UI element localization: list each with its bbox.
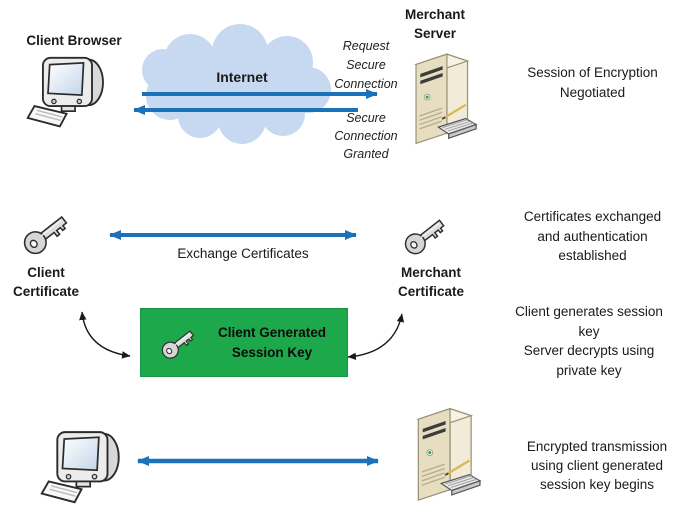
secure-connection-granted-note: Secure Connection Granted — [326, 109, 406, 163]
note-line: Secure — [346, 58, 386, 72]
summary-line: session key begins — [539, 477, 655, 492]
summary-line: Negotiated — [559, 85, 626, 100]
session-key-summary: Client generates session key Server decr… — [494, 302, 680, 380]
merchant-server-bottom-icon — [406, 396, 487, 504]
client-browser-computer-icon — [26, 50, 114, 130]
client-certificate-label-line: Client — [27, 265, 65, 280]
summary-line: Server decrypts using — [523, 343, 655, 358]
client-certificate-label-line: Certificate — [12, 284, 80, 299]
note-line: Secure — [346, 111, 386, 125]
summary-line: Session of Encryption — [527, 65, 658, 80]
request-secure-connection-note: Request Secure Connection — [326, 37, 406, 94]
session-key-box-label: Client Generated Session Key — [205, 323, 347, 363]
note-line: Request — [342, 39, 390, 53]
client-browser-label: Client Browser — [26, 33, 122, 48]
note-line: Granted — [343, 147, 389, 161]
note-line: Connection — [334, 129, 398, 143]
merchant-server-label: Merchant Server — [392, 5, 478, 43]
internet-label: Internet — [216, 69, 268, 85]
merchant-certificate-label-line: Certificate — [397, 284, 465, 299]
summary-line: established — [558, 248, 627, 263]
summary-line: Certificates exchanged — [523, 209, 662, 224]
note-line: Connection — [334, 77, 398, 91]
session-key-box: Client Generated Session Key — [140, 308, 348, 377]
exchange-certificates-label: Exchange Certificates — [177, 246, 309, 261]
client-computer-icon — [40, 424, 130, 506]
session-key-to-merchant-certificate-arrow — [347, 313, 405, 361]
merchant-certificate-key-icon — [394, 203, 458, 267]
merchant-certificate-label-line: Merchant — [400, 265, 461, 280]
merchant-server-icon — [404, 42, 483, 147]
summary-line: Encrypted transmission — [526, 439, 668, 454]
session-key-box-label-line: Client Generated — [217, 324, 327, 340]
session-negotiated-summary: Session of Encryption Negotiated — [500, 63, 680, 103]
summary-line: private key — [556, 362, 622, 378]
merchant-server-label-line: Server — [413, 26, 457, 41]
merchant-certificate-label: Merchant Certificate — [386, 263, 476, 301]
session-key-box-label-line: Session Key — [231, 344, 313, 360]
summary-line: key — [578, 323, 600, 339]
session-key-icon — [153, 317, 205, 369]
encrypted-transmission-summary: Encrypted transmission using client gene… — [509, 437, 680, 494]
client-certificate-to-session-key-arrow — [79, 311, 131, 359]
client-certificate-key-icon — [12, 198, 82, 268]
summary-line: using client generated — [530, 458, 664, 473]
client-certificate-label: Client Certificate — [2, 263, 90, 301]
summary-line: and authentication — [537, 228, 648, 244]
certificates-exchanged-summary: Certificates exchanged and authenticatio… — [500, 207, 680, 266]
merchant-server-label-line: Merchant — [404, 7, 465, 22]
summary-line: Client generates session — [515, 304, 663, 319]
